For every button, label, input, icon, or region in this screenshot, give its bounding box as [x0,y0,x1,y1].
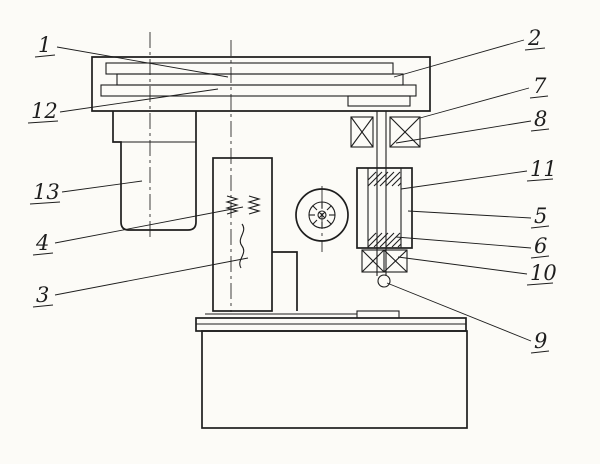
spring-right [247,195,261,215]
leader-line-13 [61,180,143,193]
callout-4: 4 [35,231,49,255]
leader-line-11 [400,170,528,190]
table-slide-plate-right [347,95,411,107]
base-body [201,330,468,429]
callout-5: 5 [534,204,547,228]
bottom-bearing [361,249,408,273]
leader-line-10 [397,256,528,275]
table-slide-plate-3 [100,84,417,97]
callout-9: 9 [534,329,547,353]
vertical-screw-assembly [350,111,421,288]
machine-drawing: 1 2 3 4 5 6 7 8 9 10 11 12 13 [27,26,557,429]
machine-base [195,310,468,429]
leader-line-5 [407,210,532,219]
callout-3: 3 [36,283,49,307]
callout-8-underline [530,128,550,132]
screw-ball-end [377,274,391,288]
callout-8: 8 [534,107,547,131]
callout-9-underline [530,350,550,354]
callout-4-underline [32,252,54,256]
handwheel [295,188,349,242]
callout-1: 1 [38,33,51,57]
callout-7: 7 [533,74,547,98]
callout-11: 11 [530,157,557,181]
callout-2-underline [524,47,546,51]
leader-lines [54,39,532,342]
leader-line-6 [395,236,532,249]
top-table-assembly [91,56,431,112]
callout-6-underline [530,255,550,259]
central-column [212,157,298,312]
callout-7-underline [529,95,549,99]
callout-11-underline [526,178,554,182]
callout-3-underline [32,304,54,308]
spring-detail [225,195,261,269]
handwheel-hub [317,210,327,220]
callout-2: 2 [527,26,541,50]
leader-line-9 [386,282,532,342]
bearing-box-left [350,116,374,148]
spring-left [225,195,239,215]
callout-10: 10 [530,261,557,285]
leader-line-7 [419,87,530,119]
callout-10-underline [526,282,554,286]
bearing-box-right [389,116,421,148]
callout-12-underline [27,120,59,124]
nut-hatch-top [367,171,402,187]
handwheel-rim [295,188,349,242]
leader-line-1 [56,46,229,78]
callout-13-underline [29,201,61,205]
callout-5-underline [530,225,550,229]
screw-nut-block [356,167,413,249]
callout-6: 6 [534,234,547,258]
top-bearing-bracket [350,116,421,148]
left-motor-housing [112,111,197,231]
nut-block-outline [356,167,413,249]
leader-line-2 [393,39,525,78]
leader-line-4 [54,206,244,244]
callout-12: 12 [31,99,58,123]
column-outline [212,157,273,312]
handwheel-teeth [309,202,335,228]
knee-step-outline [272,251,298,311]
nut-hatch-bottom [367,232,402,248]
leader-line-3 [54,257,249,296]
leader-line-12 [59,88,219,113]
callout-labels: 1 2 3 4 5 6 7 8 9 10 11 12 13 [27,26,557,354]
leader-line-8 [395,120,532,144]
wavy-rod-line [239,223,245,269]
callout-1-underline [34,54,56,58]
motor-housing-outline [112,111,197,231]
callout-13: 13 [33,180,60,204]
table-housing-outline [91,56,431,112]
